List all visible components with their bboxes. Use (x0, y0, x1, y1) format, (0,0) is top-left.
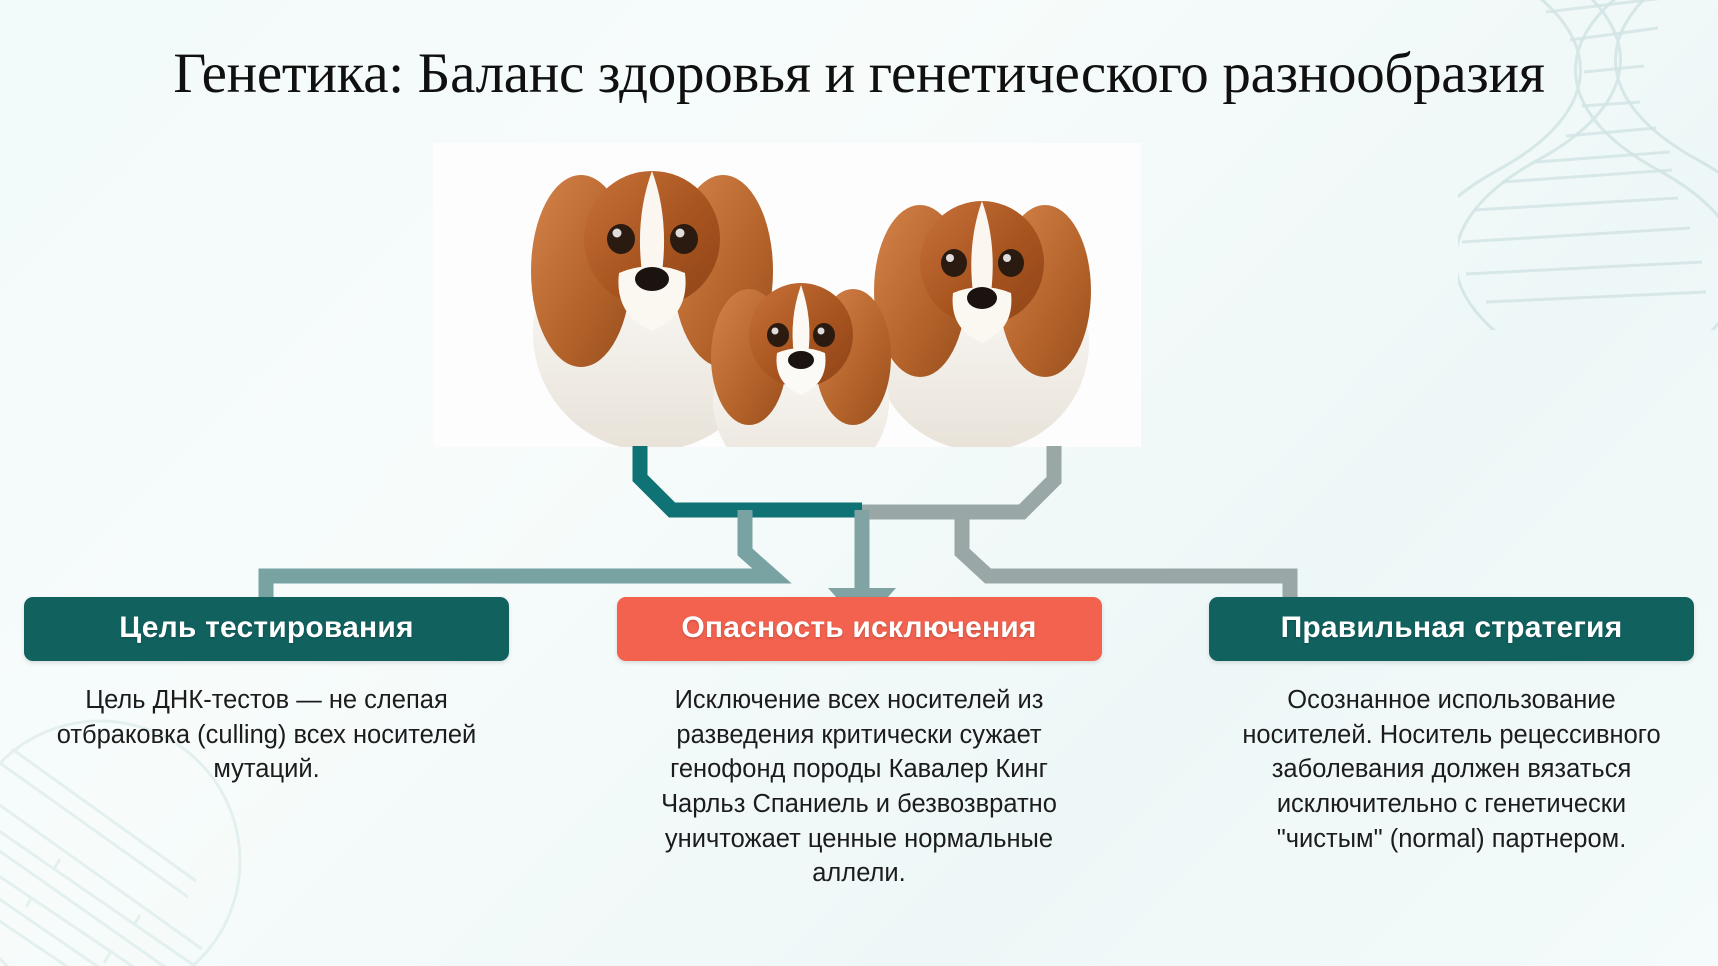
cavalier-spaniels-photo (433, 143, 1141, 447)
card-body-correct-strategy: Осознанное использование носителей. Носи… (1242, 686, 1661, 853)
cards-row: Цель тестирования Цель ДНК-тестов — не с… (0, 597, 1718, 891)
slide-title: Генетика: Баланс здоровья и генетическог… (173, 42, 1545, 105)
card-testing-goal: Цель тестирования Цель ДНК-тестов — не с… (24, 597, 509, 891)
card-body-testing-goal: Цель ДНК-тестов — не слепая отбраковка (… (56, 686, 477, 784)
card-body-exclusion-danger: Исключение всех носителей из разведения … (661, 686, 1057, 888)
card-correct-strategy: Правильная стратегия Осознанное использо… (1209, 597, 1694, 891)
card-exclusion-danger: Опасность исключения Исключение всех нос… (616, 597, 1102, 891)
card-header-correct-strategy[interactable]: Правильная стратегия (1209, 597, 1694, 661)
card-header-exclusion-danger[interactable]: Опасность исключения (616, 597, 1102, 661)
card-header-testing-goal[interactable]: Цель тестирования (24, 597, 509, 661)
